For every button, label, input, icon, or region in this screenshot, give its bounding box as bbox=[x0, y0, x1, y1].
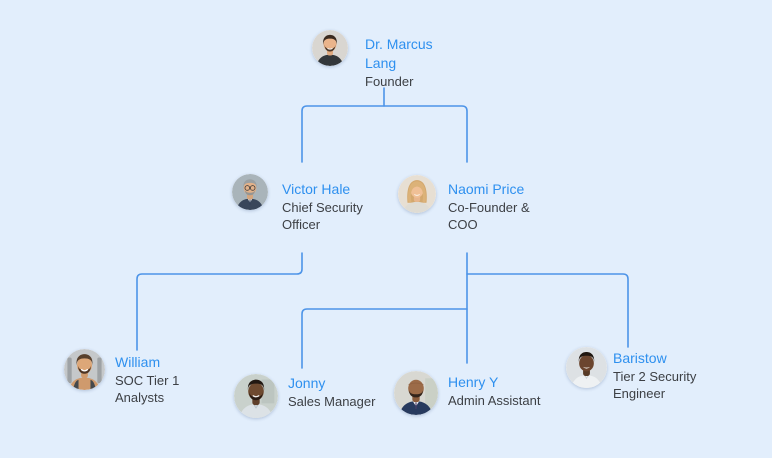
avatar-william bbox=[64, 349, 105, 390]
connector-naomi-jonny bbox=[301, 308, 468, 369]
node-text-victor: Victor Hale Chief Security Officer bbox=[282, 180, 375, 233]
connector-victor-william bbox=[136, 252, 303, 351]
node-title: Chief Security Officer bbox=[282, 200, 363, 232]
avatar-baristow bbox=[566, 347, 607, 388]
node-name: Henry Y bbox=[448, 374, 499, 390]
avatar-marcus bbox=[312, 30, 348, 66]
connector-founder-split bbox=[301, 105, 468, 163]
node-text-naomi: Naomi Price Co-Founder & COO bbox=[448, 180, 536, 233]
node-text-jonny: Jonny Sales Manager bbox=[288, 374, 386, 410]
node-name: William bbox=[115, 354, 161, 370]
org-node-victor[interactable]: Victor Hale Chief Security Officer bbox=[232, 174, 375, 233]
node-title: SOC Tier 1 Analysts bbox=[115, 373, 180, 405]
node-name: Victor Hale bbox=[282, 181, 351, 197]
node-title: Admin Assistant bbox=[448, 393, 541, 408]
node-title: Tier 2 Security Engineer bbox=[613, 369, 697, 401]
node-title: Founder bbox=[365, 74, 414, 89]
node-name: Baristow bbox=[613, 350, 667, 366]
node-text-marcus: Dr. Marcus Lang Founder bbox=[365, 35, 443, 90]
org-node-naomi[interactable]: Naomi Price Co-Founder & COO bbox=[398, 175, 536, 233]
node-text-baristow: Baristow Tier 2 Security Engineer bbox=[613, 349, 707, 402]
connector-naomi-baristow bbox=[466, 273, 629, 348]
node-text-william: William SOC Tier 1 Analysts bbox=[115, 353, 189, 406]
avatar-henry bbox=[394, 371, 438, 415]
avatar-jonny bbox=[234, 374, 278, 418]
node-name: Dr. Marcus Lang bbox=[365, 36, 433, 71]
org-node-marcus[interactable]: Dr. Marcus Lang Founder bbox=[312, 30, 443, 90]
org-node-william[interactable]: William SOC Tier 1 Analysts bbox=[64, 349, 189, 406]
org-node-baristow[interactable]: Baristow Tier 2 Security Engineer bbox=[566, 347, 707, 402]
node-name: Naomi Price bbox=[448, 181, 525, 197]
org-node-henry[interactable]: Henry Y Admin Assistant bbox=[394, 371, 552, 415]
org-node-jonny[interactable]: Jonny Sales Manager bbox=[234, 374, 386, 418]
node-title: Co-Founder & COO bbox=[448, 200, 530, 232]
node-name: Jonny bbox=[288, 375, 326, 391]
avatar-victor bbox=[232, 174, 268, 210]
node-text-henry: Henry Y Admin Assistant bbox=[448, 373, 552, 409]
avatar-naomi bbox=[398, 175, 436, 213]
node-title: Sales Manager bbox=[288, 394, 376, 409]
